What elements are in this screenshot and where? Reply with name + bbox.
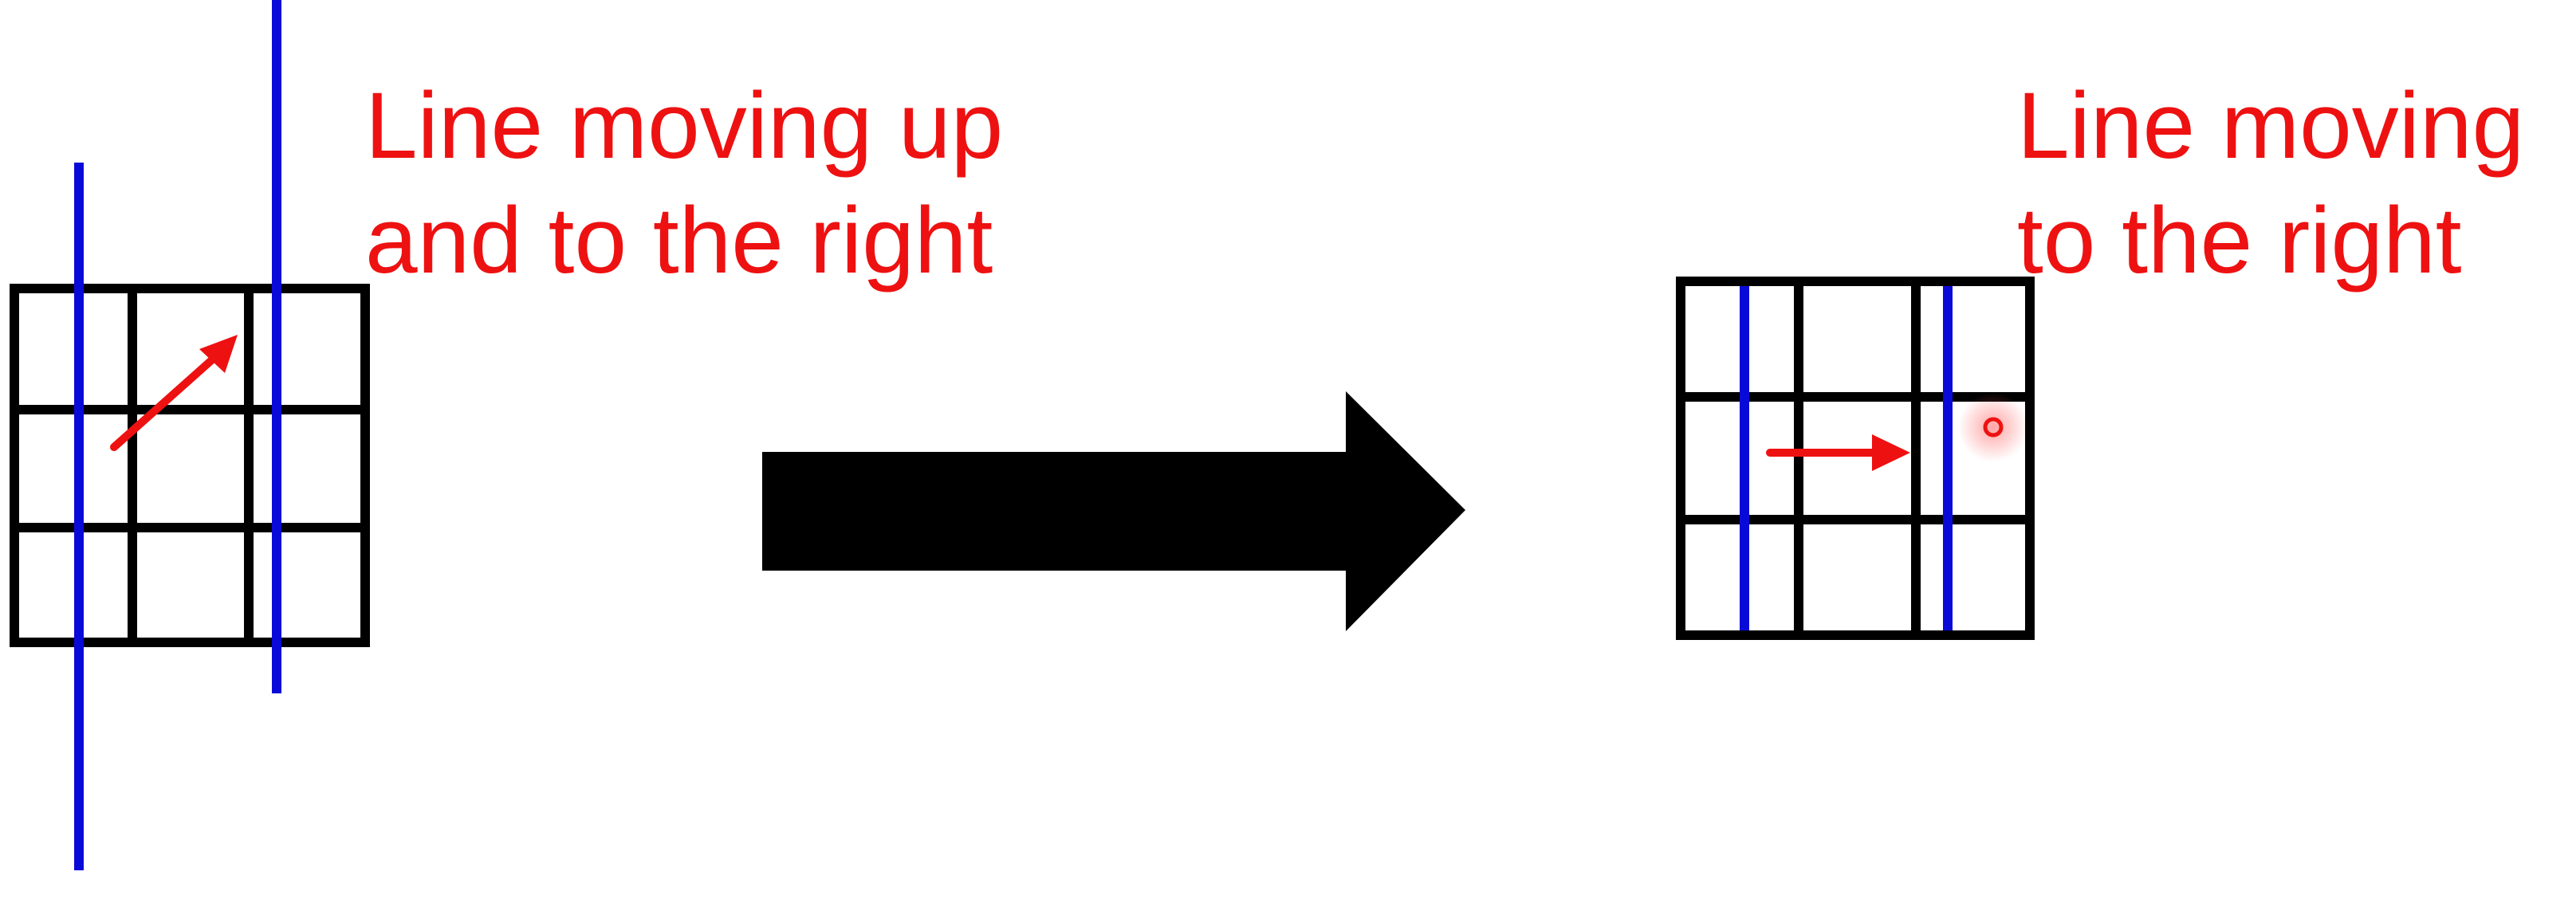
right-caption-line-2: to the right [2017,188,2462,293]
right-arrow-icon [762,391,1465,631]
right-caption: Line moving to the right [2017,69,2524,298]
right-grid [1676,277,2035,640]
right-motion-arrow [1766,434,1910,471]
cursor-dot-icon [1958,392,2028,462]
right-panel [1676,277,2035,640]
right-caption-line-1: Line moving [2017,73,2525,179]
left-caption-line-2: and to the right [365,188,993,293]
left-motion-arrow [110,335,238,451]
left-grid [10,284,370,647]
left-grid-border [10,284,370,647]
left-caption: Line moving up and to the right [365,69,1003,298]
left-caption-line-1: Line moving up [365,73,1004,179]
right-grid-border [1676,277,2035,640]
left-panel [10,0,370,870]
